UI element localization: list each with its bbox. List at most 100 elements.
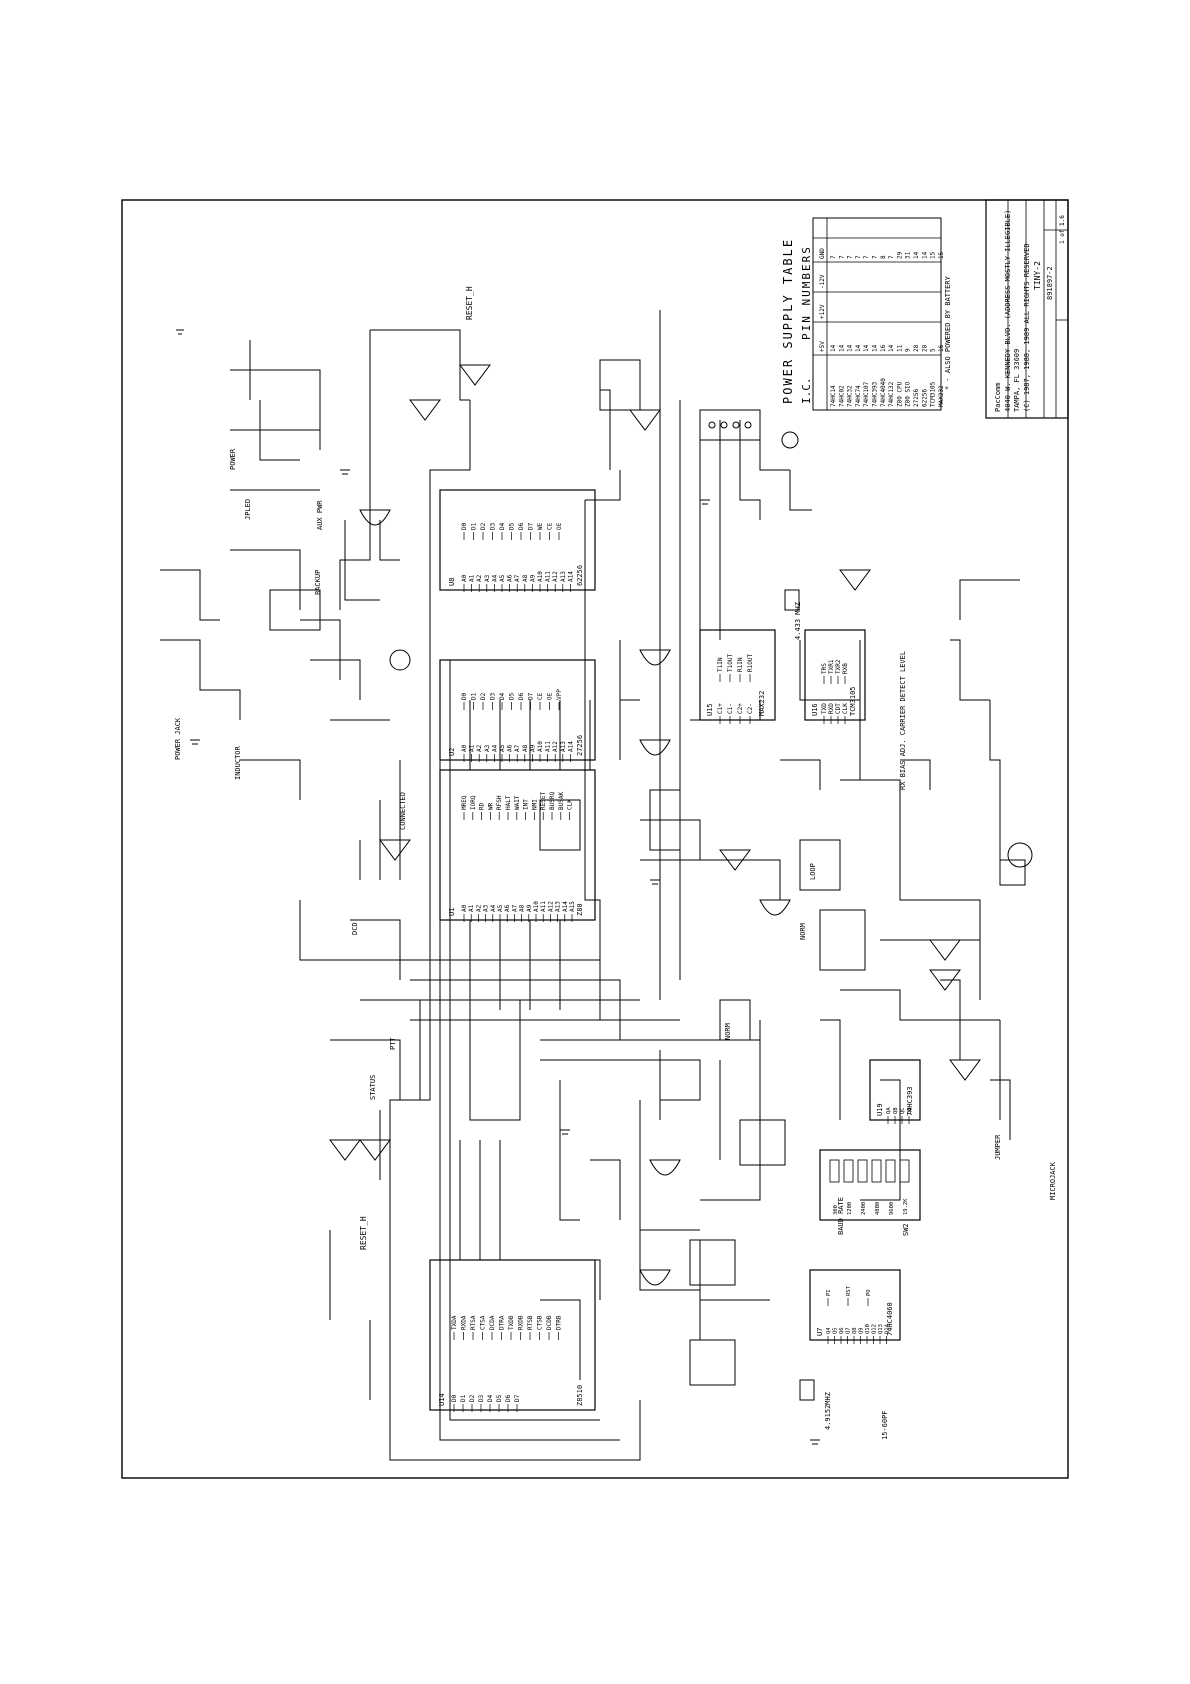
power-table-pin: 14: [838, 344, 845, 352]
pin-label: A13: [555, 901, 562, 912]
chip-u8-part: 62256: [576, 565, 584, 586]
chip-u15-part: MAX232: [758, 691, 766, 716]
pin-label: A12: [547, 901, 554, 912]
power-table-pin: 14: [921, 251, 928, 259]
pin-label: CE: [537, 692, 544, 700]
label-loop: LOOP: [809, 863, 817, 880]
power-table-pin: 28: [913, 344, 920, 352]
power-table-ic: 74HC4040: [880, 378, 887, 407]
pin-label: WE: [537, 522, 544, 530]
title-company: PacComm: [994, 382, 1002, 412]
circuit-wiring: [160, 310, 1020, 1461]
inverter-u17e-icon: [929, 939, 961, 961]
pin-label: CTSB: [537, 1315, 544, 1330]
voltage-regulator: [269, 589, 321, 631]
pin-label: Q4: [826, 1327, 832, 1334]
connector-p4: [699, 409, 761, 441]
pin-label: RXDA: [461, 1315, 468, 1330]
pin-label: A14: [567, 741, 574, 752]
chip-u20-decoder: [539, 799, 581, 851]
power-table-ic: 27256: [913, 389, 920, 407]
pin-label: CE: [547, 522, 554, 530]
pin-label: A10: [537, 571, 544, 582]
label-reset-left: RESET_H: [359, 1216, 368, 1250]
pin-label: A6: [507, 744, 514, 752]
pin-label: QD: [907, 1107, 913, 1114]
chip-u15c-logic: [469, 999, 521, 1121]
power-table-ic: 74HC14: [830, 385, 837, 407]
pin-label: D4: [487, 1394, 494, 1402]
ground-icon: [176, 329, 184, 335]
pin-label: A9: [526, 904, 533, 912]
label-status: STATUS: [369, 1075, 377, 1100]
power-table-ic: MAX232: [938, 385, 945, 407]
ground-icon: [700, 499, 710, 505]
power-table-pin: 14: [855, 344, 862, 352]
power-table-pin: 16: [880, 344, 887, 352]
transistor-q2-icon: [1007, 842, 1033, 868]
pin-label: A5: [499, 574, 506, 582]
pin-label: CDT: [835, 703, 842, 714]
label-backup: BACKUP: [314, 570, 322, 595]
pin-label: Q14: [885, 1323, 891, 1334]
pin-label: NMI: [531, 799, 538, 810]
power-table-pin: 28: [921, 344, 928, 352]
pin-label: WR: [487, 802, 494, 810]
crystal-x2-icon: [784, 589, 800, 611]
loop-jumper-block: [799, 839, 841, 891]
pin-label: Q9: [859, 1327, 865, 1334]
pin-label: RXB: [842, 663, 849, 674]
dip-switch-rate-label: 9600: [889, 1202, 895, 1215]
drawing-frame: [121, 199, 1069, 1479]
pin-label: C1-: [727, 703, 734, 714]
pin-label: D5: [509, 692, 516, 700]
dip-switch-rate-label: 2400: [861, 1202, 867, 1215]
pin-label: CLK: [842, 703, 849, 714]
pin-label: A3: [484, 744, 491, 752]
pin-label: TXDB: [508, 1315, 515, 1330]
pin-label: A15: [569, 901, 576, 912]
label-inductor: INDUCTOR: [234, 745, 242, 780]
label-norm-2: NORM: [724, 1023, 732, 1040]
chip-u7-part: 74HC4060: [886, 1302, 894, 1336]
pin-label: C1+: [717, 703, 724, 714]
ground-icon: [340, 469, 350, 475]
pin-label: D3: [490, 692, 497, 700]
power-table-ic-header: I.C.: [800, 378, 813, 405]
label-c17: 15-60PF: [881, 1410, 889, 1440]
pin-label: D6: [518, 522, 525, 530]
power-table-ic: Z80 SIO: [905, 381, 912, 407]
label-carrier-detect: RX BIAS ADJ. CARRIER DETECT LEVEL: [899, 651, 907, 790]
pin-label: TXD: [821, 703, 828, 714]
xor-u12a-icon: [639, 1269, 671, 1286]
chip-u18-counter: [739, 1119, 786, 1166]
label-ptt: PTT: [389, 1037, 397, 1050]
power-table-pin: 15: [938, 251, 945, 259]
label-power-jack: POWER JACK: [174, 717, 182, 760]
power-table-note: * - ALSO POWERED BY BATTERY: [944, 275, 952, 390]
pin-label: A12: [552, 741, 559, 752]
pin-label: RTSA: [470, 1315, 477, 1330]
pin-label: D1: [460, 1394, 467, 1402]
power-table-ic: 74HC107: [863, 381, 870, 407]
chip-u15-left-pins: C1+C1-C2+C2-: [717, 703, 754, 724]
pin-label: DTRA: [499, 1315, 506, 1330]
pin-label: R1IN: [737, 657, 744, 672]
pin-label: A9: [529, 744, 536, 752]
pin-label: A3: [483, 904, 490, 912]
pin-label: D6: [518, 692, 525, 700]
pin-label: OE: [547, 692, 554, 700]
pin-label: A10: [533, 901, 540, 912]
pin-label: D7: [514, 1394, 521, 1402]
label-jumper: JUMPER: [994, 1134, 1002, 1160]
pin-label: D2: [469, 1394, 476, 1402]
power-table-ic: TCM3105: [930, 381, 937, 407]
label-aux-pwr: AUX PWR: [316, 500, 324, 530]
